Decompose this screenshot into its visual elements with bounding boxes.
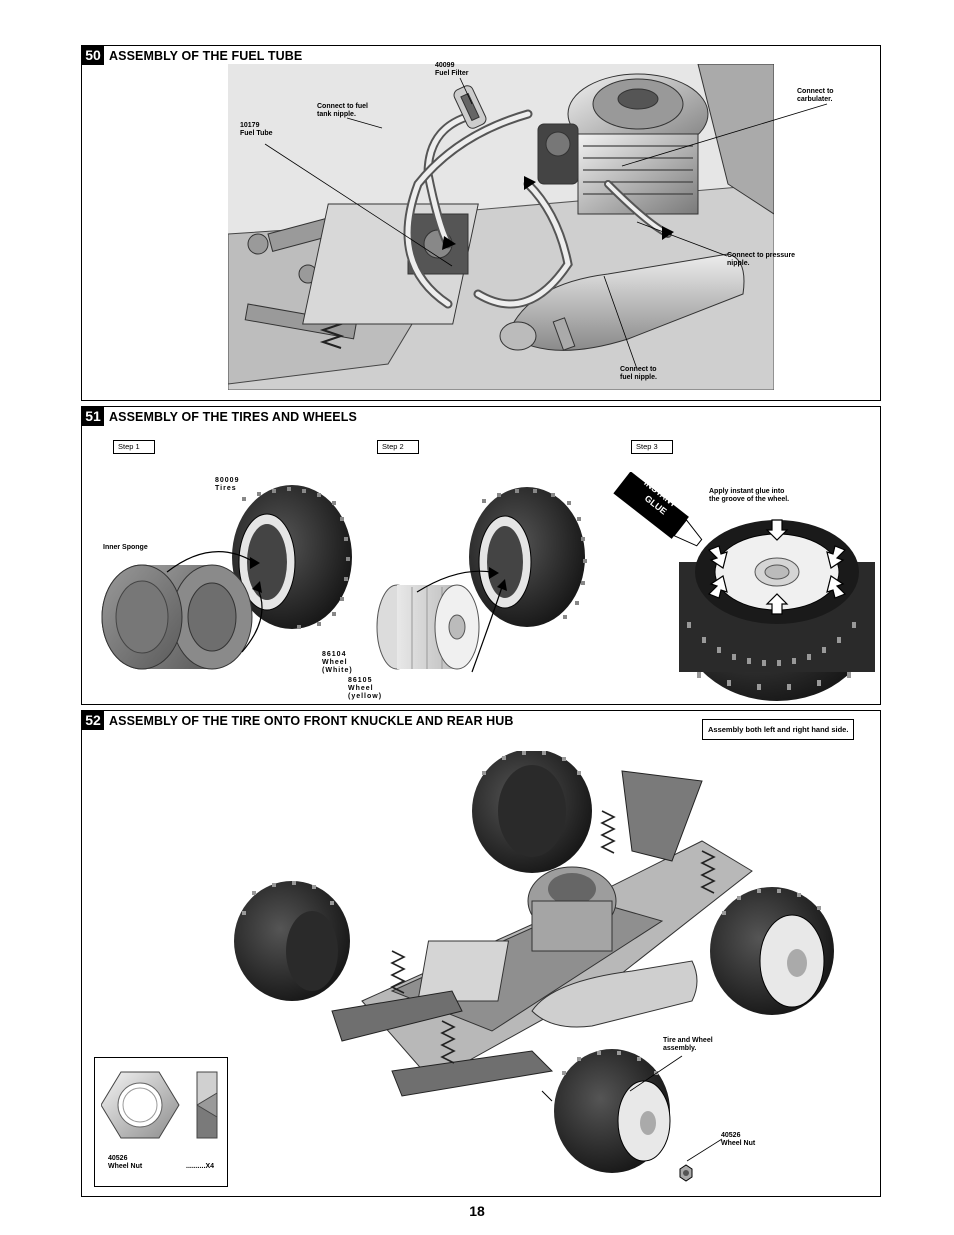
wheel-nut-label: 40526 Wheel Nut (721, 1132, 756, 1147)
section-51-panel: 51 ASSEMBLY OF THE TIRES AND WHEELS Step… (81, 406, 881, 705)
truck-assembly-illustration (234, 751, 834, 1182)
carburetor-label: Connect to carbulater. (797, 88, 834, 103)
fuel-tube-label: 10179 Fuel Tube (240, 122, 273, 137)
wheel-nut-inset-box: 40526 Wheel Nut ..........X4 (94, 1057, 228, 1187)
section-title: ASSEMBLY OF THE TIRES AND WHEELS (109, 410, 357, 424)
tire-and-sponge-illustration (101, 485, 352, 670)
page-number: 18 (469, 1203, 485, 1219)
fuel-nipple-label: Connect to fuel nipple. (620, 366, 657, 381)
section-number: 51 (82, 407, 104, 426)
leader-lines (629, 1055, 723, 1162)
step-2-box: Step 2 (377, 440, 419, 454)
section-number: 50 (82, 46, 104, 65)
apply-glue-label: Apply instant glue into the groove of th… (709, 488, 790, 503)
wheel-white-label: 86104 Wheel (White) (322, 651, 353, 674)
step-3-box: Step 3 (631, 440, 673, 454)
glue-application-illustration: INSTANT GLUE (613, 472, 875, 701)
section-title: ASSEMBLY OF THE FUEL TUBE (109, 49, 303, 63)
tires-label: 80009 Tires (215, 477, 240, 492)
step-1-box: Step 1 (113, 440, 155, 454)
tire-and-wheel-illustration (376, 487, 587, 673)
fuel-filter-label: 40099 Fuel Filter (435, 62, 469, 77)
inset-quantity-label: ..........X4 (186, 1163, 215, 1170)
tank-nipple-label: Connect to fuel tank nipple. (317, 103, 368, 118)
pressure-nipple-label: Connect to pressure nipple. (727, 252, 796, 267)
section-number: 52 (82, 711, 104, 730)
wheel-yellow-label: 86105 Wheel (yellow) (348, 677, 383, 700)
section-title: ASSEMBLY OF THE TIRE ONTO FRONT KNUCKLE … (109, 714, 514, 728)
leader-lines (264, 77, 828, 370)
tire-wheel-assembly-label: Tire and Wheel assembly. (663, 1037, 713, 1052)
engine-fuel-tube-illustration (228, 64, 774, 390)
assembly-note-box: Assembly both left and right hand side. (702, 719, 855, 740)
inset-wheel-nut-label: 40526 Wheel Nut (108, 1155, 143, 1170)
inner-sponge-label: Inner Sponge (103, 544, 148, 551)
wheel-nut-illustration (101, 1071, 218, 1139)
section-52-panel: 52 ASSEMBLY OF THE TIRE ONTO FRONT KNUCK… (81, 710, 881, 1197)
section-50-panel: 50 ASSEMBLY OF THE FUEL TUBE (81, 45, 881, 401)
